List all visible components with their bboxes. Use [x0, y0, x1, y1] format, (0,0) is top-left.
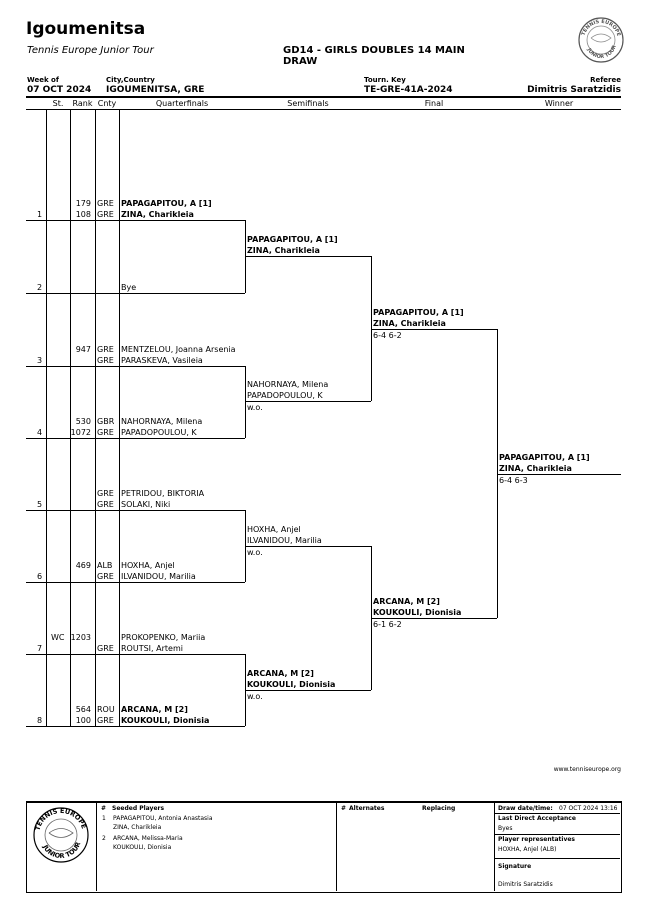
col-quarterfinals: Quarterfinals [155, 99, 209, 108]
tourn-key-value: TE-GRE-41A-2024 [364, 85, 453, 95]
header-rule [26, 96, 621, 98]
city-value: IGOUMENITSA, GRE [106, 85, 205, 95]
col-st: St. [52, 99, 64, 108]
lda-label: Last Direct Acceptance [498, 815, 576, 822]
week-of-label: Week of [27, 76, 59, 84]
alternates-hash: # [341, 805, 347, 812]
referee-value: Dimitris Saratzidis [527, 85, 621, 95]
draw-date-value: 07 OCT 2024 13:16 [559, 805, 618, 812]
tourn-key-label: Tourn. Key [364, 76, 406, 84]
player-reps-label: Player representatives [498, 836, 576, 843]
col-rank: Rank [72, 99, 93, 108]
column-header-rule [26, 109, 621, 110]
col-cnty: Cnty [97, 99, 117, 108]
svg-text:JUNIOR TOUR: JUNIOR TOUR [585, 44, 618, 60]
week-of-value: 07 OCT 2024 [27, 85, 92, 95]
alternates-label: Alternates [349, 805, 385, 812]
svg-text:TENNIS EUROPE: TENNIS EUROPE [581, 19, 622, 38]
tennis-europe-logo: TENNIS EUROPE JUNIOR TOUR [577, 16, 625, 64]
replacing-label: Replacing [422, 805, 456, 812]
seeded-hash: # [101, 805, 107, 812]
seeded-players-label: Seeded Players [112, 805, 165, 812]
signature-label: Signature [498, 863, 532, 870]
tennis-europe-footer-logo: TENNIS EUROPE JUNIOR TOUR [32, 806, 90, 864]
signature-value: Dimitris Saratzidis [498, 881, 553, 888]
footer-box [26, 801, 622, 893]
referee-label: Referee [590, 76, 621, 84]
col-semifinals: Semifinals [287, 99, 329, 108]
col-winner: Winner [544, 99, 574, 108]
lda-value: Byes [498, 825, 513, 832]
city-label: City,Country [106, 76, 155, 84]
event-title: GD14 - GIRLS DOUBLES 14 MAIN DRAW [283, 45, 465, 67]
tour-name: Tennis Europe Junior Tour [27, 45, 154, 56]
website-link[interactable]: www.tenniseurope.org [553, 766, 621, 773]
tournament-title: Igoumenitsa [26, 19, 146, 39]
player-reps-value: HOXHA, Anjel (ALB) [498, 846, 557, 853]
draw-date-label: Draw date/time: [498, 805, 553, 812]
col-final: Final [424, 99, 444, 108]
